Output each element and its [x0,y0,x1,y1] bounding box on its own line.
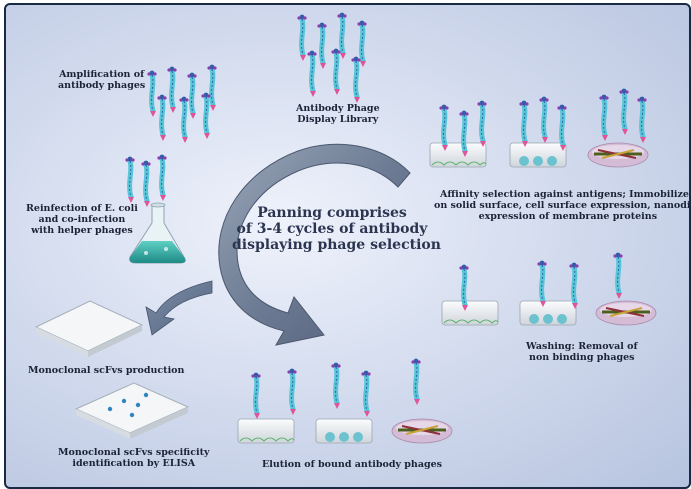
affinity-label-line-3: expression of membrane proteins [478,211,658,222]
center-text-line-1: Panning comprises [257,205,407,221]
diagram-scene [34,5,658,445]
monoclonal-plate [34,300,144,357]
diagram-canvas: Amplification of antibody phages Antibod… [4,3,691,489]
amplification-phages [147,65,216,143]
elution-label: Elution of bound antibody phages [262,459,442,470]
library-label-line-1: Antibody Phage [296,103,380,114]
washing-panels [441,253,658,327]
side-arrow [145,280,213,336]
reinfection-phages [125,155,166,207]
library-phages [297,13,366,103]
monoclonal-production-label: Monoclonal scFvs production [28,365,184,376]
affinity-label: Affinity selection against antigens; Imm… [434,189,691,222]
elution-label-line-1: Elution of bound antibody phages [262,459,443,470]
center-text-line-2: of 3-4 cycles of antibody [236,221,428,237]
amplification-label: Amplification of antibody phages [58,69,145,91]
reinfection-label: Reinfection of E. coli and co-infection … [26,203,138,236]
library-label: Antibody Phage Display Library [296,103,380,125]
amplification-label-line-1: Amplification of [59,69,145,80]
amplification-label-line-2: antibody phages [58,80,146,91]
flask [129,202,186,264]
washing-label: Washing: Removal of non binding phages [526,341,638,363]
monoclonal-production-label-line-1: Monoclonal scFvs production [28,365,185,376]
reinfection-label-line-1: Reinfection of E. coli [26,203,138,214]
elisa-label-line-2: identification by ELISA [72,458,196,469]
elution-panels [237,359,454,445]
elisa-label-line-1: Monoclonal scFvs specificity [58,447,210,458]
cycle-arrow [218,143,411,346]
washing-label-line-2: non binding phages [529,352,635,363]
affinity-selection-panels [429,89,650,169]
affinity-label-line-1: Affinity selection against antigens; Imm… [439,189,691,200]
center-panning-text: Panning comprises of 3-4 cycles of antib… [232,205,441,253]
reinfection-label-line-2: and co-infection [38,214,126,225]
washing-label-line-1: Washing: Removal of [526,341,638,352]
elisa-label: Monoclonal scFvs specificity identificat… [58,447,210,469]
reinfection-label-line-3: with helper phages [31,225,133,236]
library-label-line-2: Display Library [297,114,379,125]
center-text-line-3: displaying phage selection [232,237,441,253]
elisa-plate [74,382,190,439]
affinity-label-line-2: on solid surface, cell surface expressio… [434,200,691,211]
